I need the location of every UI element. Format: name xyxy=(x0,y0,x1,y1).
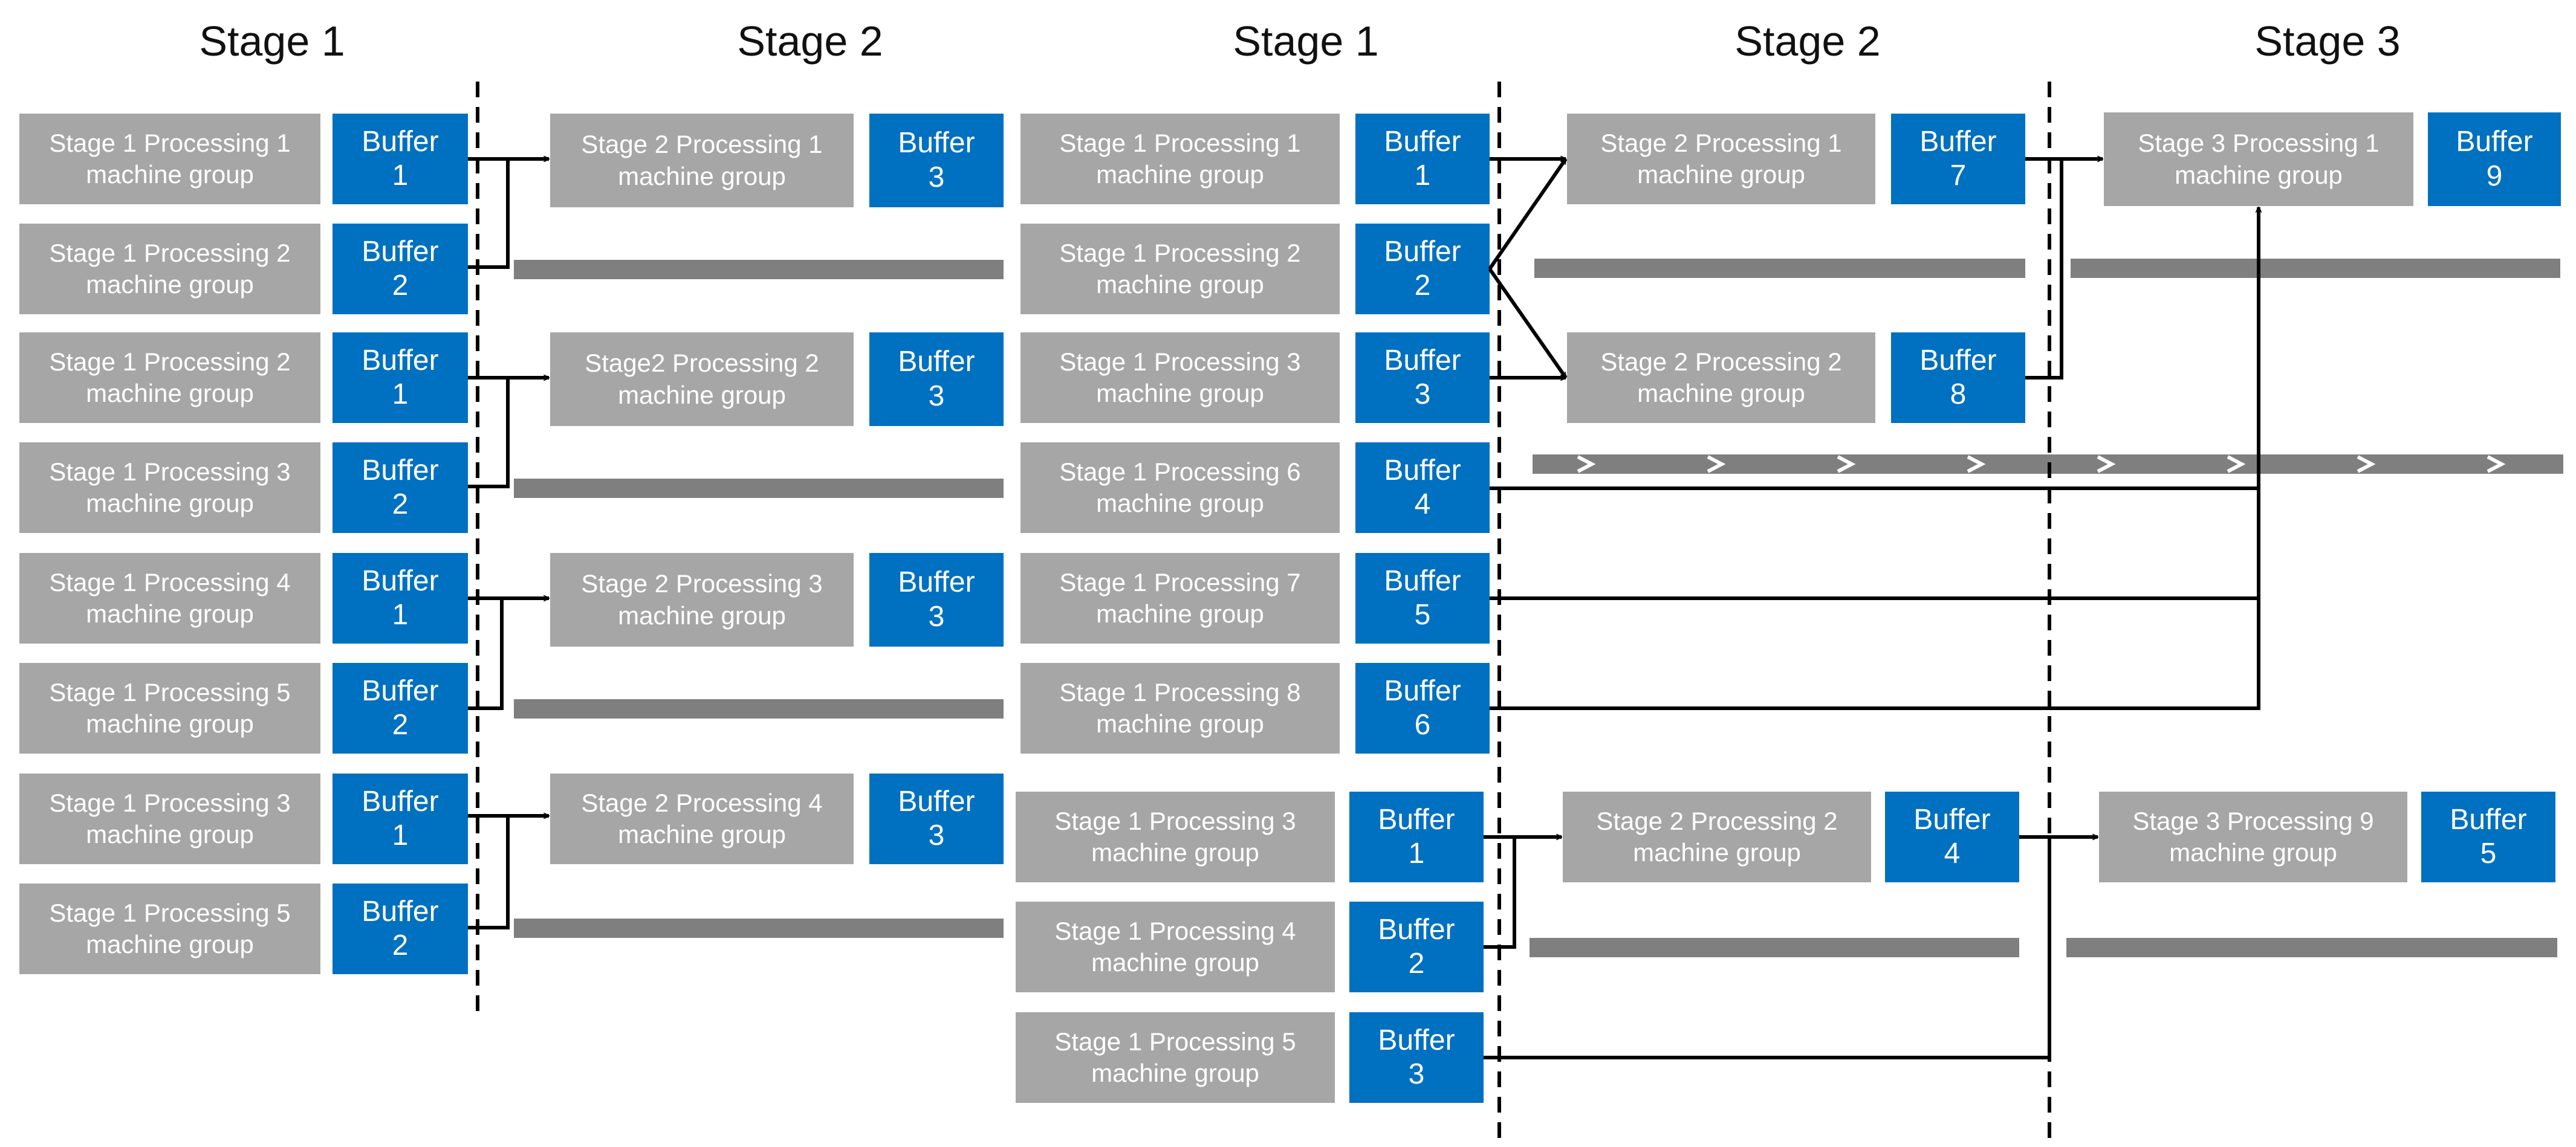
stage-bar xyxy=(514,479,1004,498)
process-box: Stage 2 Processing 3 machine group xyxy=(550,553,854,647)
connector-line xyxy=(468,598,504,710)
stage-bar xyxy=(514,260,1004,279)
buffer-box: Buffer 1 xyxy=(333,114,468,204)
process-box: Stage 1 Processing 5 machine group xyxy=(19,663,320,754)
buffer-box: Buffer 2 xyxy=(1349,902,1484,992)
process-box: Stage 1 Processing 5 machine group xyxy=(19,884,320,974)
process-box: Stage 3 Processing 9 machine group xyxy=(2099,792,2407,882)
process-box: Stage 3 Processing 1 machine group xyxy=(2104,112,2413,206)
stage-header: Stage 2 xyxy=(737,18,883,65)
buffer-box: Buffer 6 xyxy=(1355,663,1490,754)
buffer-box: Buffer 3 xyxy=(869,774,1004,864)
process-box: Stage 1 Processing 3 machine group xyxy=(19,774,320,864)
process-box: Stage 1 Processing 4 machine group xyxy=(19,553,320,644)
process-box: Stage 1 Processing 5 machine group xyxy=(1016,1012,1335,1103)
process-box: Stage 2 Processing 1 machine group xyxy=(550,114,854,207)
buffer-box: Buffer 3 xyxy=(869,553,1004,647)
process-box: Stage 2 Processing 4 machine group xyxy=(550,774,854,864)
buffer-box: Buffer 2 xyxy=(333,663,468,754)
process-box: Stage 1 Processing 7 machine group xyxy=(1020,553,1340,644)
process-box: Stage 1 Processing 8 machine group xyxy=(1020,663,1340,754)
process-box: Stage 1 Processing 2 machine group xyxy=(19,224,320,314)
process-box: Stage 1 Processing 2 machine group xyxy=(1020,224,1340,314)
buffer-box: Buffer 4 xyxy=(1355,442,1490,533)
stage-bar xyxy=(514,699,1004,719)
buffer-box: Buffer 1 xyxy=(333,332,468,423)
connector-line xyxy=(1484,837,2051,1059)
connector-line xyxy=(468,378,510,488)
stage-bar xyxy=(2066,938,2557,957)
process-box: Stage2 Processing 2 machine group xyxy=(550,332,854,426)
process-box: Stage 1 Processing 1 machine group xyxy=(19,114,320,204)
buffer-box: Buffer 2 xyxy=(1355,224,1490,314)
buffer-box: Buffer 3 xyxy=(1355,332,1490,423)
buffer-box: Buffer 4 xyxy=(1885,792,2019,882)
buffer-box: Buffer 2 xyxy=(333,884,468,974)
process-box: Stage 1 Processing 6 machine group xyxy=(1020,442,1340,533)
connector-line xyxy=(1488,159,1568,270)
process-box: Stage 1 Processing 2 machine group xyxy=(19,332,320,423)
stage-header: Stage 1 xyxy=(199,18,345,65)
stage-header: Stage 3 xyxy=(2254,18,2401,65)
process-box: Stage 2 Processing 2 machine group xyxy=(1567,332,1875,423)
process-box: Stage 1 Processing 4 machine group xyxy=(1016,902,1335,992)
buffer-box: Buffer 2 xyxy=(333,442,468,533)
process-box: Stage 1 Processing 3 machine group xyxy=(1020,332,1340,423)
connector-line xyxy=(2025,159,2063,380)
buffer-box: Buffer 3 xyxy=(869,332,1004,426)
connector-line xyxy=(1490,207,2259,710)
stage-bar xyxy=(1534,259,2025,278)
stage-header: Stage 2 xyxy=(1734,18,1881,65)
stage-bar xyxy=(2071,259,2560,278)
process-box: Stage 2 Processing 1 machine group xyxy=(1567,114,1875,204)
buffer-box: Buffer 9 xyxy=(2428,112,2561,206)
stage-bar xyxy=(1530,938,2019,957)
buffer-box: Buffer 1 xyxy=(333,774,468,864)
buffer-box: Buffer 3 xyxy=(1349,1012,1484,1103)
buffer-box: Buffer 3 xyxy=(869,114,1004,207)
buffer-box: Buffer 1 xyxy=(333,553,468,644)
process-box: Stage 1 Processing 3 machine group xyxy=(19,442,320,533)
buffer-box: Buffer 8 xyxy=(1891,332,2025,423)
connector-line xyxy=(1484,837,1516,949)
process-box: Stage 2 Processing 2 machine group xyxy=(1563,792,1871,882)
connector-line xyxy=(1488,268,1568,378)
buffer-box: Buffer 5 xyxy=(1355,553,1490,644)
connector-line xyxy=(468,159,510,269)
buffer-box: Buffer 2 xyxy=(333,224,468,314)
buffer-box: Buffer 5 xyxy=(2421,792,2555,882)
process-box: Stage 1 Processing 1 machine group xyxy=(1020,114,1340,204)
process-box: Stage 1 Processing 3 machine group xyxy=(1016,792,1335,882)
connector-line xyxy=(468,816,510,929)
stage-header: Stage 1 xyxy=(1233,18,1379,65)
buffer-box: Buffer 1 xyxy=(1349,792,1484,882)
buffer-box: Buffer 1 xyxy=(1355,114,1490,204)
buffer-box: Buffer 7 xyxy=(1891,114,2025,204)
stage-bar xyxy=(514,919,1004,938)
